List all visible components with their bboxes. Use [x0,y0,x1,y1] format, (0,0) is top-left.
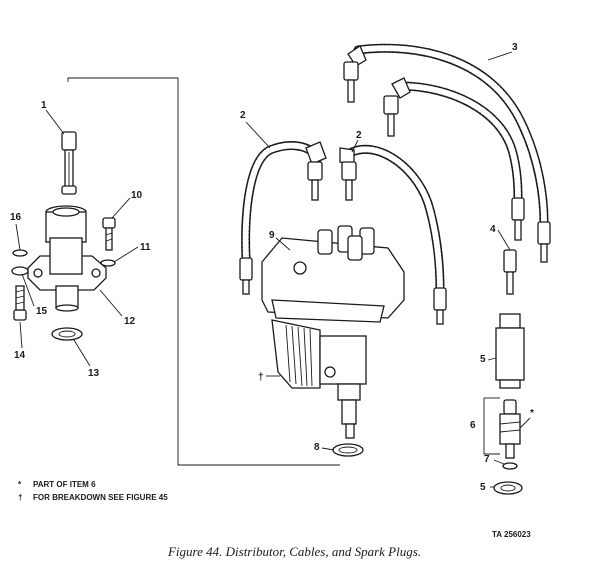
callout-6: 6 [470,420,476,431]
callout-12: 12 [124,316,136,327]
flat-washer-15 [11,266,29,276]
callout-star: * [530,408,534,419]
legend-dagger-symbol: † [18,493,22,502]
callout-8: 8 [314,442,320,453]
callout-9: 9 [269,230,275,241]
callout-7: 7 [484,454,490,465]
cooling-fins [285,324,313,387]
callout-10: 10 [131,190,143,201]
distributor-adapter-group [11,131,116,341]
plug-nut-5 [493,481,523,495]
leader-lines [15,51,531,488]
callout-5-nut: 5 [480,482,486,493]
distributor-seal-ring [332,443,364,457]
callout-3: 3 [512,42,518,53]
callout-1: 1 [41,100,47,111]
gasket-ring-part [51,327,83,341]
figure-caption: Figure 44. Distributor, Cables, and Spar… [167,544,422,559]
legend-star-symbol: * [18,480,22,489]
legend-dagger-text: FOR BREAKDOWN SEE FIGURE 45 [33,493,168,502]
callout-4: 4 [490,224,496,235]
callout-13: 13 [88,368,100,379]
callout-11: 11 [140,242,151,253]
callout-2-right: 2 [356,130,362,141]
callout-14: 14 [14,350,26,361]
adapter-housing-part [27,205,107,312]
lock-washer-16 [12,249,28,257]
callout-5-adapter: 5 [480,354,486,365]
lock-washer-11 [100,259,116,267]
callout-labels: 1 2 2 3 4 5 6 7 5 8 9 10 11 12 13 14 15 … [10,42,534,493]
ignition-cables [239,43,551,325]
callout-2-left: 2 [240,110,246,121]
distributor-assembly [261,225,405,457]
mounting-bolt-part [13,285,27,321]
callout-dagger: † [258,372,264,383]
housing-screw-part [102,217,116,251]
distributor-cap-towers [317,225,375,261]
legend-star-text: PART OF ITEM 6 [33,480,96,489]
plug-gasket-7 [502,462,518,470]
assembly-bracket-line [67,77,340,466]
ta-number: TA 256023 [492,530,531,539]
callout-15: 15 [36,306,48,317]
legend: * PART OF ITEM 6 † FOR BREAKDOWN SEE FIG… [18,480,168,502]
adapter-key-part [61,131,77,195]
spark-plug-stack [483,249,525,495]
callout-16: 16 [10,212,22,223]
